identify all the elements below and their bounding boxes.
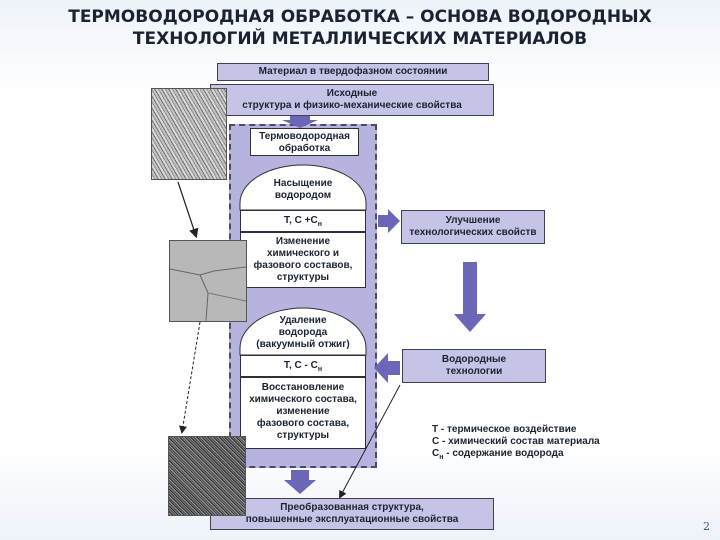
arrow-bottom-down (284, 470, 316, 494)
result-box: Преобразованная структура, повышенные эк… (210, 498, 494, 530)
legend: Т - термическое воздействие С - химическ… (432, 424, 600, 464)
micro-arrow-2 (179, 321, 201, 434)
hydrogen-tech-line-2: технологии (445, 366, 503, 377)
improvement-line-2: технологических свойств (409, 227, 537, 238)
arrow-top-down (282, 116, 318, 128)
restoration-box: Восстановление химического состава, изме… (240, 377, 366, 449)
legend-t: Т - термическое воздействие (432, 424, 577, 435)
initial-properties-box: Исходные структура и физико-механические… (210, 84, 494, 116)
grain-boundary-lines (169, 266, 247, 322)
t-c-minus-label: Т, С - С (283, 360, 318, 371)
restore-line-5: структуры (276, 430, 330, 441)
title-line-1: ТЕРМОВОДОРОДНАЯ ОБРАБОТКА – ОСНОВА ВОДОР… (68, 7, 652, 27)
tvo-label-line-1: Термоводородная (259, 131, 350, 142)
t-c-plus-sub: н (317, 221, 322, 228)
initial-properties-line-2: структура и физико-механические свойства (242, 100, 462, 111)
title-line-2: ТЕХНОЛОГИЙ МЕТАЛЛИЧЕСКИХ МАТЕРИАЛОВ (132, 29, 588, 49)
t-c-minus-sub: н (317, 366, 323, 373)
saturation-line-2: водородом (274, 190, 332, 201)
t-c-minus-box: Т, С - Сн (240, 355, 366, 377)
legend-c: С - химический состав материала (432, 436, 600, 447)
restore-line-4: фазового состава, (256, 418, 350, 429)
hydrogen-technologies-box: Водородные технологии (402, 349, 546, 383)
removal-label: Удаление водорода (вакуумный отжиг) (240, 315, 366, 355)
tvo-label-line-2: обработка (278, 143, 331, 154)
saturation-dome (239, 164, 367, 211)
material-state-label: Материал в твердофазном состоянии (258, 66, 448, 77)
legend-cn-symbol: С (432, 448, 440, 459)
improvement-line-1: Улучшение (445, 215, 501, 226)
saturation-label: Насыщение водородом (240, 178, 366, 206)
arrow-to-improvement (378, 209, 400, 233)
legend-cn-sub: н (439, 454, 444, 461)
restore-line-3: изменение (276, 406, 330, 417)
change-line-2: химического и (266, 248, 340, 259)
result-line-2: повышенные эксплуатационные свойства (245, 514, 459, 525)
initial-properties-line-1: Исходные (326, 88, 378, 99)
legend-cn: Сн - содержание водорода (432, 448, 600, 464)
t-c-plus-label: Т, С +С (284, 215, 318, 226)
change-line-4: структуры (276, 272, 330, 283)
hydrogenated-microstructure-image (169, 240, 247, 322)
t-c-plus-box: Т, С +Сн (240, 210, 366, 232)
restore-line-1: Восстановление (261, 382, 345, 393)
change-line-3: фазового составов, (253, 260, 353, 271)
saturation-line-1: Насыщение (273, 178, 333, 189)
arrow-improvement-down (454, 262, 486, 332)
change-line-1: Изменение (275, 236, 331, 247)
restore-line-2: химического состава, (249, 394, 357, 405)
legend-cn-text: - содержание водорода (443, 448, 564, 459)
slide-title: ТЕРМОВОДОРОДНАЯ ОБРАБОТКА – ОСНОВА ВОДОР… (20, 6, 700, 50)
tvo-label-box: Термоводородная обработка (250, 128, 359, 156)
improvement-box: Улучшение технологических свойств (401, 210, 545, 244)
removal-line-2: водорода (278, 327, 328, 338)
page-number: 2 (703, 520, 710, 533)
final-microstructure-image (168, 436, 246, 516)
removal-line-1: Удаление (279, 315, 327, 326)
removal-dome (239, 307, 367, 356)
micro-arrow-1 (177, 181, 199, 239)
arrow-from-hydrogen-tech (374, 353, 400, 383)
hydrogen-tech-line-1: Водородные (441, 354, 507, 365)
micro-arrow-3 (339, 384, 401, 499)
material-state-box: Материал в твердофазном состоянии (217, 63, 489, 81)
result-line-1: Преобразованная структура, (280, 502, 424, 513)
removal-line-3: (вакуумный отжиг) (256, 339, 350, 350)
initial-microstructure-image (151, 88, 227, 180)
